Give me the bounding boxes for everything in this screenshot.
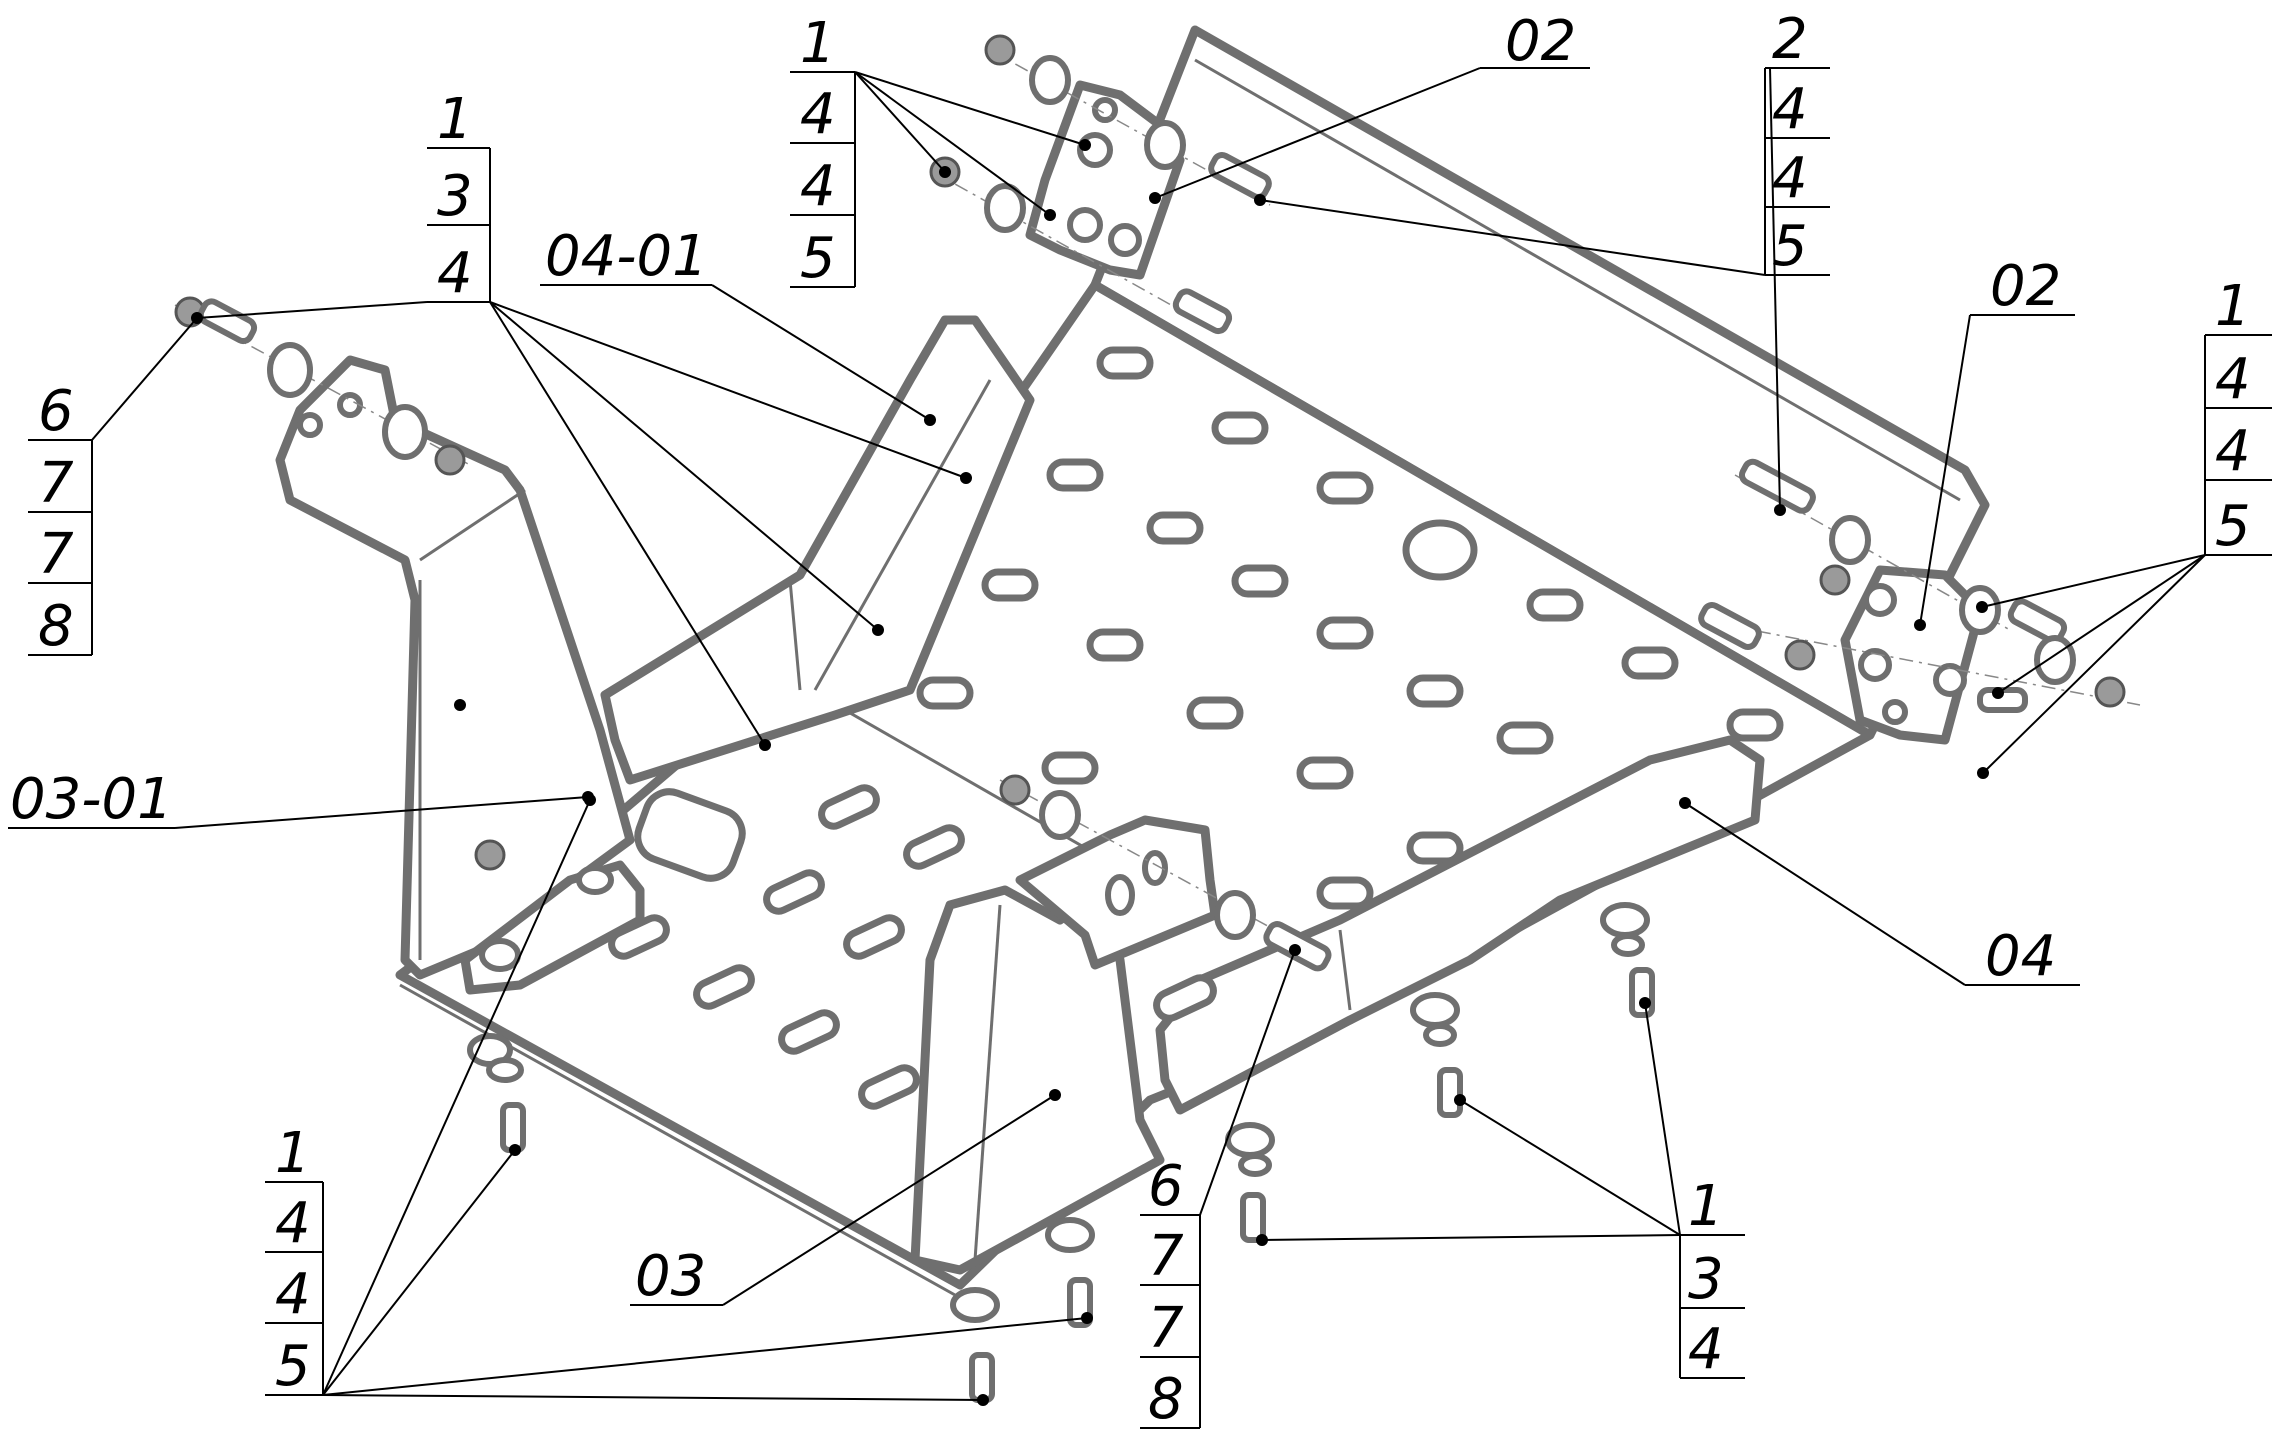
bracket-03-01 — [275, 355, 645, 995]
callout-item: 4 — [1772, 146, 1808, 211]
part-label-04-01: 04-01 — [545, 224, 708, 289]
callout-item: 4 — [1772, 77, 1808, 142]
callout-item: 1 — [437, 87, 473, 152]
callout-6-7-7-8-left: 6 7 7 8 — [28, 317, 198, 659]
callout-item: 7 — [38, 522, 74, 587]
callout-item: 8 — [1148, 1367, 1184, 1432]
callout-2-4-4-5-top-right: 2 4 4 5 — [1764, 7, 1830, 279]
callout-item: 4 — [800, 154, 836, 219]
callout-item: 5 — [1772, 214, 1808, 279]
callout-item: 4 — [275, 1191, 311, 1256]
part-label-04: 04 — [1985, 924, 2056, 989]
callout-item: 4 — [1688, 1317, 1724, 1382]
bracket-04 — [1153, 735, 1765, 1115]
callout-item: 1 — [1688, 1174, 1724, 1239]
callout-item: 7 — [1148, 1224, 1184, 1289]
callout-item: 1 — [275, 1121, 311, 1186]
callout-1-4-4-5-bottom-left: 1 4 4 5 — [265, 1121, 324, 1399]
callout-item: 6 — [1148, 1154, 1184, 1219]
callout-item: 3 — [1688, 1247, 1724, 1312]
callout-item: 4 — [437, 241, 473, 306]
callout-item: 5 — [275, 1334, 311, 1399]
callout-item: 6 — [38, 379, 74, 444]
callout-1-4-4-5-top: 1 4 4 5 — [790, 11, 856, 291]
callout-6-7-7-8-bottom: 6 7 7 8 — [1140, 1154, 1201, 1432]
bracket-02-top — [1025, 80, 1185, 280]
leader-lines — [174, 67, 2206, 1401]
part-label-02-top: 02 — [1505, 9, 1576, 74]
callout-1-3-4-bottom-right: 1 3 4 — [1679, 1174, 1745, 1382]
part-label-02-right: 02 — [1990, 254, 2061, 319]
bracket-04-01 — [600, 315, 1035, 785]
callout-item: 4 — [2215, 419, 2251, 484]
bracket-03 — [910, 815, 1220, 1275]
callout-item: 4 — [275, 1262, 311, 1327]
callout-item: 4 — [800, 82, 836, 147]
callout-1-4-4-5-right: 1 4 4 5 — [2204, 274, 2272, 559]
callout-item: 1 — [800, 11, 836, 76]
callout-item: 1 — [2215, 274, 2251, 339]
callout-item: 5 — [800, 226, 836, 291]
part-labels: 02 02 04-01 03-01 03 04 — [8, 9, 2080, 1309]
callout-item: 3 — [437, 164, 473, 229]
callout-item: 4 — [2215, 347, 2251, 412]
callout-1-3-4-left: 1 3 4 — [427, 87, 491, 306]
part-label-03: 03 — [635, 1244, 706, 1309]
bracket-02-right — [1840, 565, 1985, 745]
callout-item: 7 — [1148, 1296, 1184, 1361]
leader-dots — [191, 139, 2004, 1406]
callout-item: 5 — [2215, 494, 2251, 559]
callout-item: 8 — [38, 594, 74, 659]
callout-item: 2 — [1772, 7, 1808, 72]
part-label-03-01: 03-01 — [10, 767, 173, 832]
callout-item: 7 — [38, 451, 74, 516]
